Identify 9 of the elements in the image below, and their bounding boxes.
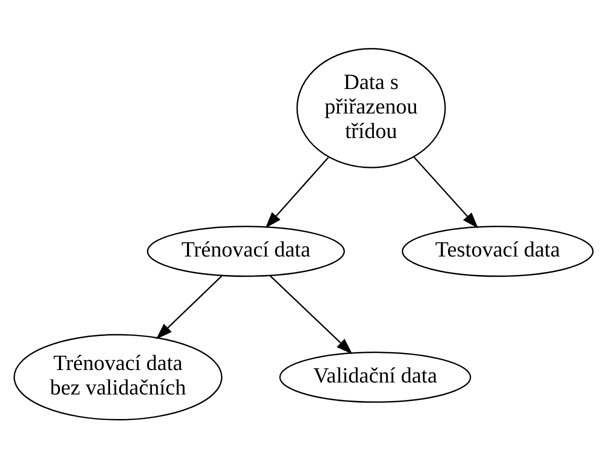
node-ellipse: Data s přiřazenou třídou: [296, 48, 446, 168]
node-ellipse: Testovací data: [402, 226, 594, 277]
arrow: [270, 275, 352, 354]
node-ellipse: Validační data: [279, 352, 472, 403]
node-ellipse: Trénovací data: [146, 226, 345, 277]
node-ellipse: Trénovací data bez validačních: [14, 334, 222, 420]
arrow: [265, 156, 329, 228]
arrow: [156, 275, 222, 340]
arrow: [413, 156, 478, 228]
